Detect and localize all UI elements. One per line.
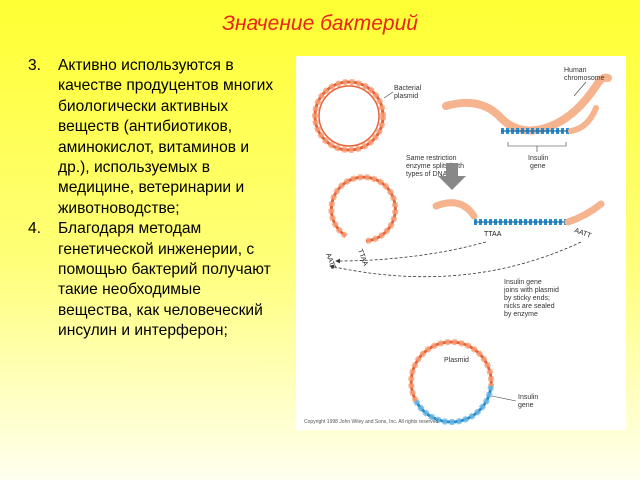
restriction-text: Same restriction — [406, 155, 457, 162]
insulin-gene-label-bottom: Insulin — [518, 394, 538, 401]
insulin-gene-label-bottom-2: gene — [518, 402, 534, 409]
genetic-engineering-diagram: Bacterial plasmid Human chromosome Insul… — [296, 56, 626, 430]
list-item-text: Активно используются в качестве продуцен… — [58, 57, 274, 217]
cut-plasmid — [328, 174, 399, 244]
joining-text: Insulin gene — [504, 279, 542, 286]
insulin-gene-label-top-2: gene — [530, 163, 546, 170]
copyright-text: Copyright 1998 John Wiley and Sons, Inc.… — [304, 419, 440, 425]
human-chromosome-label: Human — [564, 67, 587, 74]
joining-text-5: by enzyme — [504, 311, 538, 318]
restriction-text-3: types of DNA — [406, 171, 448, 178]
list-item-number: 3. — [28, 57, 42, 74]
bacterial-plasmid-label: Bacterial — [394, 85, 422, 92]
joining-text-3: by sticky ends; — [504, 295, 550, 302]
down-arrow-icon — [438, 163, 466, 190]
svg-text:TTAA: TTAA — [356, 248, 369, 267]
insulin-gene-label-top: Insulin — [528, 155, 548, 162]
human-chromosome — [442, 73, 612, 135]
numbered-list: 3. Активно используются в качестве проду… — [28, 56, 276, 342]
svg-text:AATT: AATT — [324, 252, 337, 271]
human-chromosome-label-2: chromosome — [564, 75, 605, 82]
list-item-number: 4. — [28, 220, 42, 238]
sticky-end-right: AATT — [573, 227, 592, 240]
list-item: 4. Благодаря методам генетической инжене… — [28, 219, 276, 341]
cut-chromosome — [432, 199, 605, 226]
slide-title: Значение бактерий — [222, 12, 418, 35]
joining-text-2: joins with plasmid — [503, 287, 559, 294]
joining-text-4: nicks are sealed — [504, 303, 555, 310]
sticky-end-left: TTAA — [484, 231, 502, 238]
bacterial-plasmid — [312, 79, 386, 153]
recombinant-plasmid — [408, 339, 495, 425]
list-item-text: Благодаря методам генетической инженерии… — [58, 220, 271, 340]
plasmid-label: Plasmid — [444, 357, 469, 364]
list-item: 3. Активно используются в качестве проду… — [28, 56, 276, 219]
bacterial-plasmid-label-2: plasmid — [394, 93, 418, 100]
restriction-text-2: enzyme splits both — [406, 163, 464, 170]
